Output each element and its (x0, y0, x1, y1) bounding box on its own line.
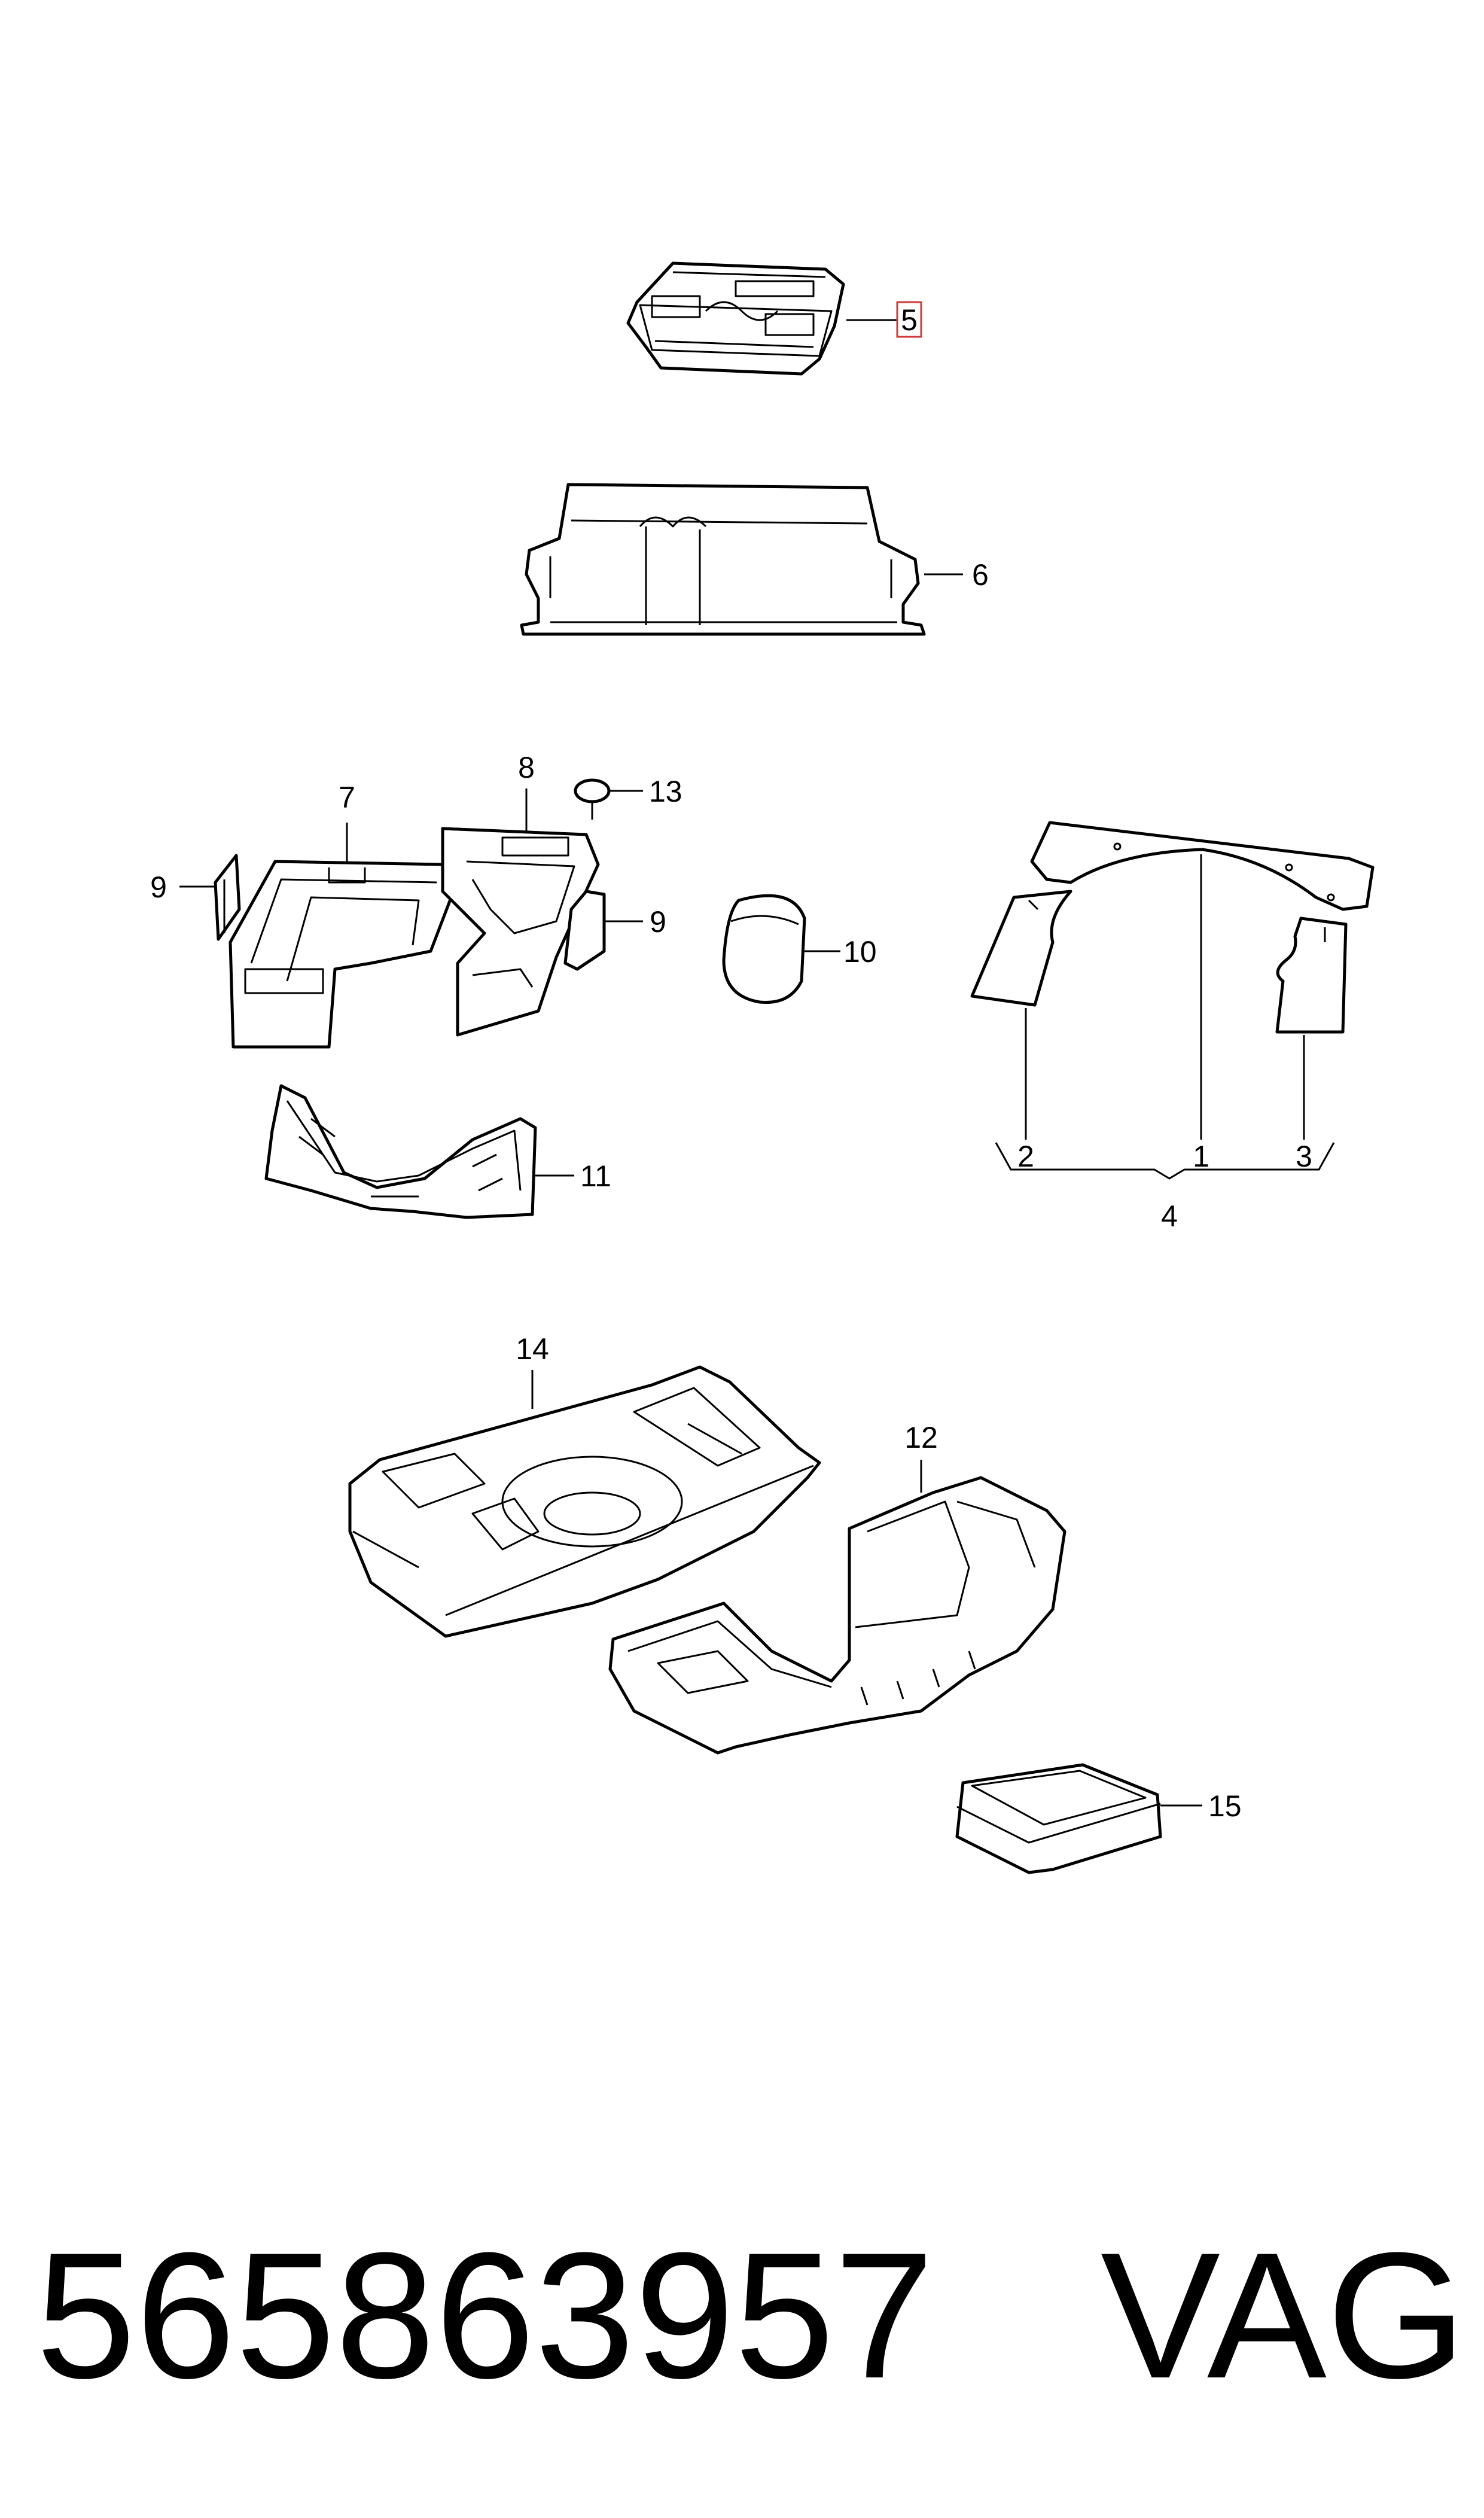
callout-6[interactable]: 6 (972, 558, 989, 592)
part-3-lining-right[interactable] (1275, 917, 1348, 1034)
bracket-4 (995, 1142, 1335, 1180)
part-9-pad-right[interactable] (563, 890, 606, 971)
callout-9-right[interactable]: 9 (650, 905, 666, 939)
callout-4[interactable]: 4 (1161, 1199, 1178, 1233)
part-8-foam-insert-right[interactable] (441, 827, 600, 1037)
part-10-cover[interactable] (722, 894, 806, 1004)
callout-5-highlight-box (896, 301, 922, 338)
part-11-foam-support[interactable] (264, 1084, 537, 1219)
part-13-plug[interactable] (574, 778, 611, 820)
part-number: 565863957 (36, 2215, 934, 2416)
callout-1[interactable]: 1 (1193, 1140, 1209, 1173)
brand-label: VAG (1101, 2215, 1467, 2416)
callout-3[interactable]: 3 (1296, 1140, 1312, 1173)
part-15-mat[interactable] (955, 1763, 1162, 1874)
part-7-foam-insert-left[interactable] (228, 860, 456, 1049)
callout-10[interactable]: 10 (843, 935, 877, 969)
callout-5[interactable]: 5 (901, 303, 918, 337)
callout-9-left[interactable]: 9 (150, 870, 167, 904)
part-2-lining-left[interactable] (970, 890, 1072, 1007)
part-5-storage-box[interactable] (626, 261, 845, 376)
callout-14[interactable]: 14 (516, 1332, 549, 1366)
callout-7[interactable]: 7 (339, 781, 355, 814)
part-1-lining-main[interactable] (1030, 821, 1375, 911)
callout-11[interactable]: 11 (580, 1159, 611, 1193)
callout-15[interactable]: 15 (1208, 1789, 1242, 1823)
part-6-panel-trim[interactable] (520, 483, 926, 636)
part-14-large-foam-tray[interactable] (348, 1365, 821, 1638)
callout-13[interactable]: 13 (649, 775, 682, 808)
part-12-foam-tray[interactable] (608, 1476, 1066, 1755)
callout-2[interactable]: 2 (1017, 1140, 1034, 1173)
callout-12[interactable]: 12 (904, 1421, 938, 1454)
part-9-pad-left[interactable] (214, 854, 241, 941)
callout-8[interactable]: 8 (518, 751, 535, 784)
